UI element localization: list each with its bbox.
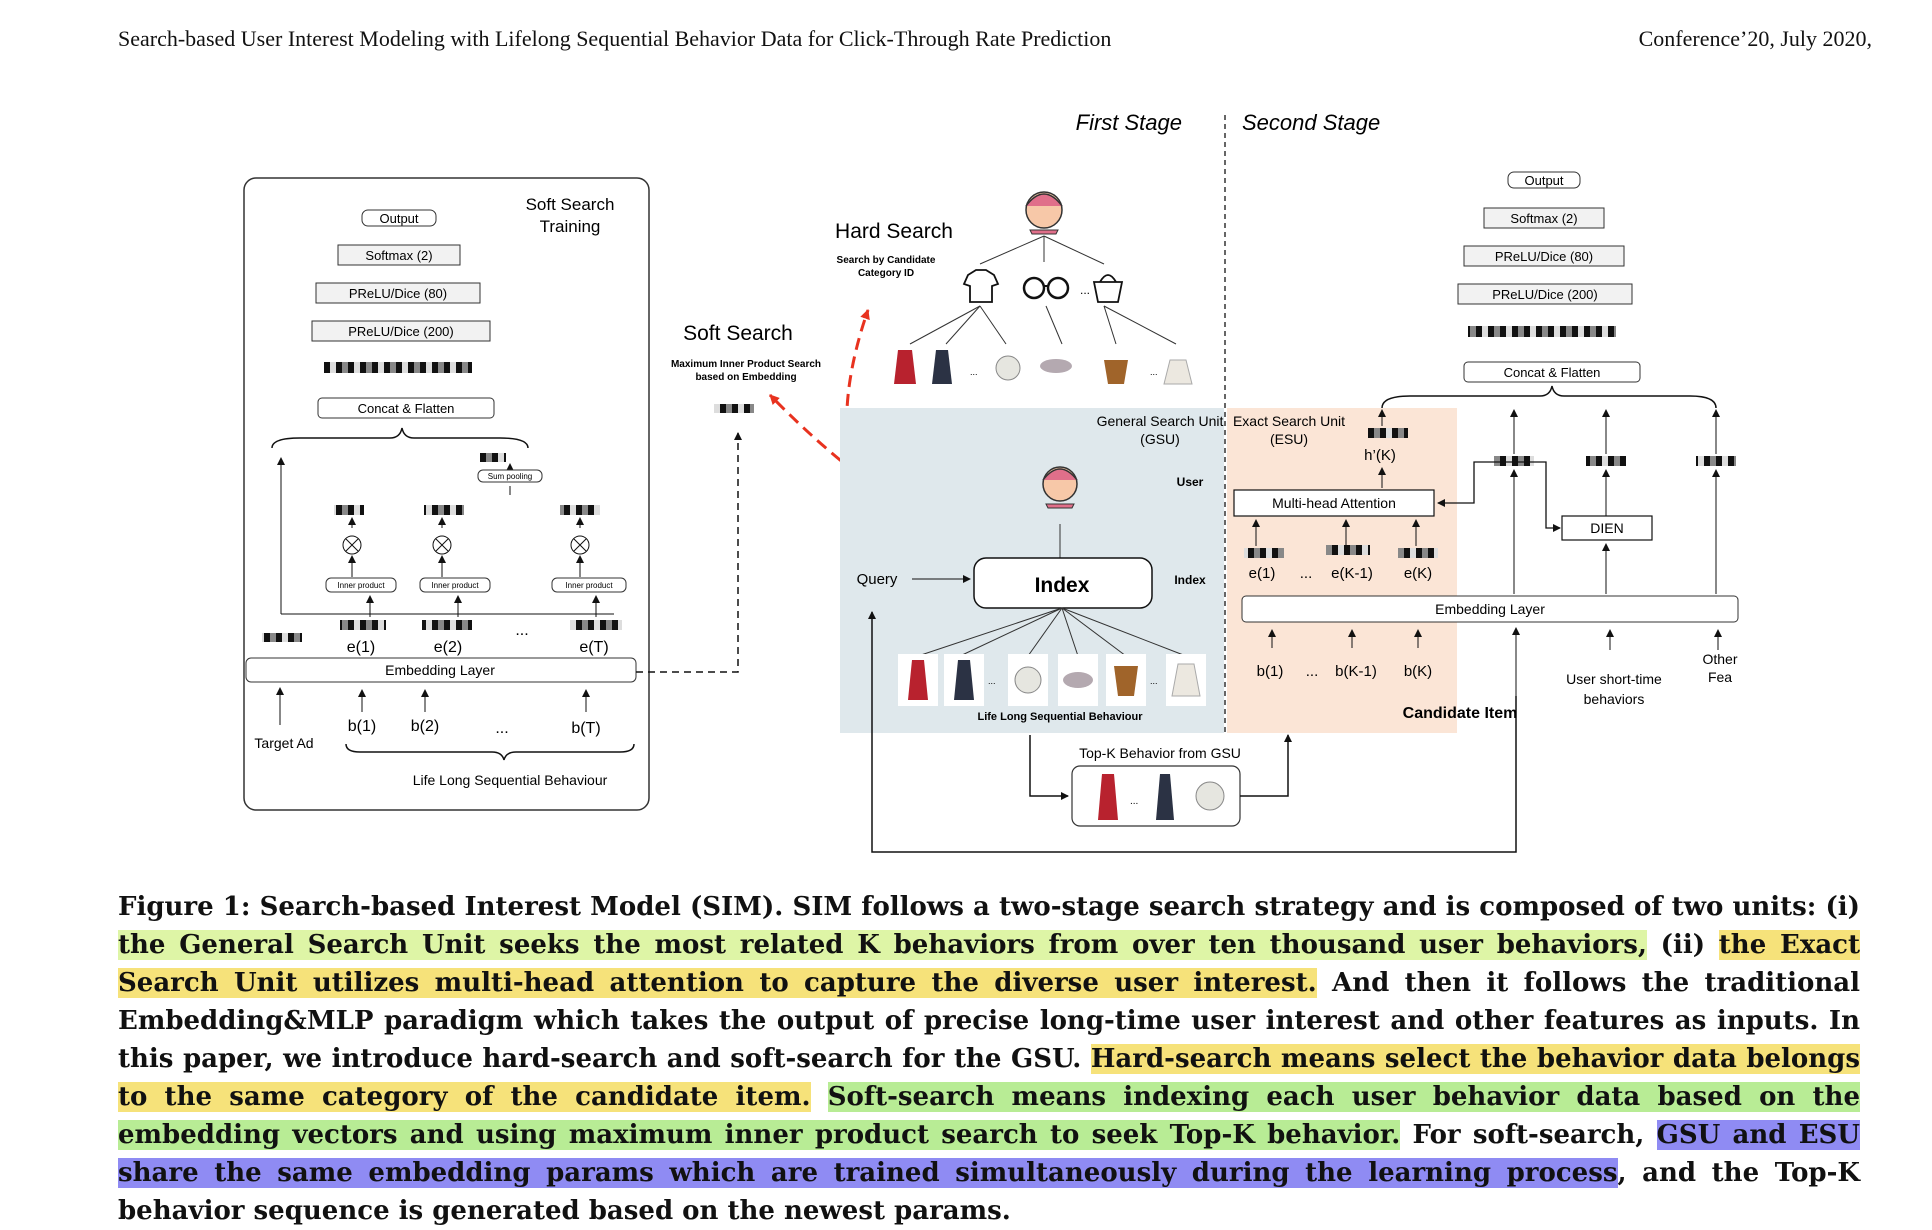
- right-candidate-item: Candidate Item: [1403, 705, 1518, 722]
- right-other-2: Fea: [1708, 669, 1732, 685]
- topk-items: ...: [1098, 774, 1225, 820]
- esu-panel: Exact Search Unit (ESU) h’(K) Multi-head…: [1227, 408, 1457, 733]
- soft-dots-b: ...: [495, 720, 508, 737]
- inner-product-label-3: Inner product: [565, 581, 613, 590]
- topk-label: Top-K Behavior from GSU: [1079, 745, 1241, 761]
- soft-b2: b(2): [411, 718, 439, 735]
- svg-text:...: ...: [1130, 796, 1138, 807]
- soft-concat-vector: [324, 362, 472, 373]
- topk-in-arrow: [1029, 735, 1069, 800]
- esu-bK1: b(K-1): [1335, 663, 1377, 680]
- user-avatar-icon: [1025, 191, 1063, 235]
- right-mlp-tower: Output Softmax (2) PReLU/Dice (80) PReLU…: [1241, 171, 1739, 722]
- topk-out-arrow: [1240, 734, 1292, 797]
- soft-search-training-panel: Soft Search Training Output Softmax (2) …: [243, 177, 650, 811]
- caption-text-5: For soft-search,: [1400, 1120, 1657, 1150]
- gsu-lifelong-label: Life Long Sequential Behaviour: [977, 711, 1143, 723]
- right-output: Output: [1524, 173, 1563, 188]
- inner-product-unit-2: Inner product e(2): [419, 505, 491, 656]
- esu-hk: h’(K): [1364, 447, 1396, 464]
- esu-dots-e: ...: [1300, 565, 1313, 582]
- right-dien: DIEN: [1590, 520, 1623, 536]
- esu-bK: b(K): [1404, 663, 1432, 680]
- inner-product-unit-1: Inner product e(1): [325, 505, 397, 656]
- gsu-index-box: Index: [1035, 574, 1090, 597]
- esu-e1: e(1): [1249, 565, 1276, 582]
- right-user-short-2: behaviors: [1584, 691, 1645, 707]
- gsu-title-1: General Search Unit: [1097, 413, 1224, 429]
- svg-text:...: ...: [988, 676, 996, 686]
- caption-text-1: Figure 1: Search-based Interest Model (S…: [118, 892, 1860, 922]
- soft-training-title-2: Training: [540, 217, 601, 236]
- right-softmax: Softmax (2): [1510, 211, 1577, 226]
- right-prelu-200: PReLU/Dice (200): [1492, 287, 1598, 302]
- esu-mha: Multi-head Attention: [1272, 495, 1396, 511]
- gsu-query-label: Query: [857, 571, 898, 588]
- soft-dots-e: ...: [515, 622, 528, 639]
- hard-dots: ...: [1080, 283, 1090, 297]
- esu-dots-b: ...: [1306, 663, 1319, 680]
- soft-lifelong-label: Life Long Sequential Behaviour: [413, 772, 608, 788]
- right-concat: Concat & Flatten: [1504, 365, 1601, 380]
- gsu-lifelong-items: ... ...: [898, 654, 1206, 706]
- soft-eT: e(T): [579, 639, 608, 656]
- glasses-icon: [1022, 276, 1070, 300]
- esu-eK: e(K): [1404, 565, 1432, 582]
- soft-bT: b(T): [571, 720, 600, 737]
- second-stage-label: Second Stage: [1242, 110, 1380, 135]
- soft-softmax: Softmax (2): [365, 248, 432, 263]
- caption-text-3: And then it follows the traditional Embe…: [118, 968, 1861, 1074]
- soft-search-title: Soft Search: [683, 322, 793, 345]
- caption-text-2: (ii): [1646, 930, 1719, 960]
- first-stage-label: First Stage: [1076, 110, 1182, 135]
- soft-embedding-layer: Embedding Layer: [385, 662, 495, 678]
- soft-concat: Concat & Flatten: [358, 401, 455, 416]
- soft-training-title-1: Soft Search: [526, 195, 615, 214]
- sim-architecture-figure: First Stage Second Stage Soft Search Tra…: [243, 110, 1739, 853]
- soft-search-red-arrow: [768, 393, 985, 555]
- soft-output: Output: [379, 211, 418, 226]
- right-embedding-layer: Embedding Layer: [1435, 601, 1545, 617]
- hard-search-sub-2: Category ID: [858, 268, 914, 279]
- right-prelu-80: PReLU/Dice (80): [1495, 249, 1593, 264]
- hard-search-items: ... ...: [894, 350, 1193, 385]
- inner-product-label-1: Inner product: [337, 581, 385, 590]
- right-user-short-1: User short-time: [1566, 671, 1662, 687]
- inner-product-unit-3: Inner product e(T): [551, 505, 627, 656]
- running-header-conference: Conference’20, July 2020,: [1638, 26, 1872, 51]
- candidate-query-loop: [868, 611, 1517, 853]
- inner-product-label-2: Inner product: [431, 581, 479, 590]
- shirt-icon: [962, 269, 1000, 303]
- target-ad-label: Target Ad: [254, 735, 313, 751]
- hard-search-title: Hard Search: [835, 220, 953, 243]
- gsu-user-avatar-icon: [1042, 466, 1078, 509]
- figure-caption: Figure 1: Search-based Interest Model (S…: [118, 888, 1861, 1230]
- gsu-index-side-label: Index: [1174, 573, 1206, 587]
- soft-e2: e(2): [434, 639, 462, 656]
- soft-search-sub-2: based on Embedding: [695, 372, 796, 383]
- soft-prelu-200: PReLU/Dice (200): [348, 324, 454, 339]
- caption-highlight-gsu: the General Search Unit seeks the most r…: [118, 930, 1647, 960]
- soft-b1: b(1): [348, 718, 376, 735]
- bag-icon: [1092, 274, 1124, 303]
- gsu-user-label: User: [1177, 475, 1204, 489]
- gsu-title-2: (GSU): [1140, 431, 1180, 447]
- esu-eK1: e(K-1): [1331, 565, 1373, 582]
- esu-b1: b(1): [1257, 663, 1284, 680]
- soft-prelu-80: PReLU/Dice (80): [349, 286, 447, 301]
- caption-text-4: [811, 1082, 828, 1112]
- sum-pooling: Sum pooling: [488, 472, 532, 481]
- svg-text:...: ...: [1150, 367, 1158, 377]
- soft-e1: e(1): [347, 639, 375, 656]
- running-header-title: Search-based User Interest Modeling with…: [118, 26, 1112, 51]
- right-other-1: Other: [1702, 651, 1737, 667]
- hard-search-sub-1: Search by Candidate: [837, 255, 936, 266]
- svg-text:...: ...: [1150, 676, 1158, 686]
- embedding-share-dashed-link: [636, 432, 742, 673]
- esu-title-2: (ESU): [1270, 431, 1308, 447]
- svg-text:...: ...: [970, 367, 978, 377]
- soft-search-sub-1: Maximum Inner Product Search: [671, 359, 821, 370]
- esu-title-1: Exact Search Unit: [1233, 413, 1345, 429]
- gsu-panel: General Search Unit (GSU) User Index Ind…: [840, 408, 1224, 733]
